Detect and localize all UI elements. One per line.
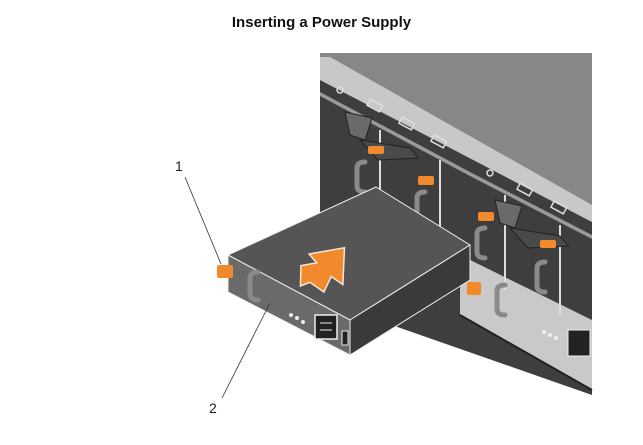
callout-2-label: 2 bbox=[209, 400, 217, 416]
chassis-leds bbox=[542, 330, 558, 340]
chassis-latches bbox=[418, 176, 494, 295]
psu-leds bbox=[289, 313, 305, 324]
psu-release-latch bbox=[217, 265, 233, 278]
psu-side bbox=[349, 244, 471, 356]
fan-lever-1 bbox=[344, 111, 420, 161]
figure-title: Inserting a Power Supply bbox=[231, 14, 412, 31]
insert-direction-arrow bbox=[299, 246, 346, 294]
callout-2-leader bbox=[221, 302, 271, 399]
psu-switch bbox=[341, 330, 349, 346]
psu-handle bbox=[247, 269, 261, 303]
fan-lever-2 bbox=[494, 199, 570, 249]
callout-1-leader bbox=[184, 176, 222, 265]
chassis-rail bbox=[320, 57, 592, 222]
bay-indicators bbox=[336, 86, 568, 215]
chassis-lower-panel bbox=[460, 255, 592, 390]
callout-1-label: 1 bbox=[175, 158, 183, 174]
psu-ac-connector bbox=[314, 314, 338, 340]
